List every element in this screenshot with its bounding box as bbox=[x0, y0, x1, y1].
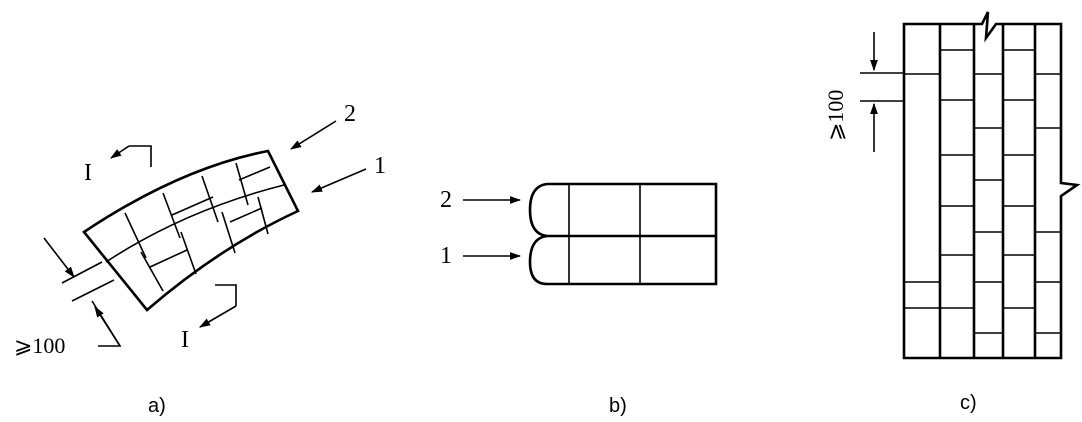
caption-c: c) bbox=[960, 392, 977, 414]
wythe-label-1: 1 bbox=[374, 153, 386, 179]
elevation-outline bbox=[902, 11, 1081, 360]
wythe-label-2-b: 2 bbox=[440, 187, 452, 213]
dimension-label-a: ⩾100 bbox=[14, 333, 65, 358]
dimension-label-c: ⩾100 bbox=[823, 90, 848, 141]
section-mark-bottom: I bbox=[181, 284, 237, 353]
label-2-pointer: 2 bbox=[290, 101, 356, 150]
caption-a: a) bbox=[148, 395, 166, 417]
brick-courses bbox=[904, 49, 1061, 334]
curved-wall-outline bbox=[82, 149, 300, 312]
section-label-bottom: I bbox=[181, 327, 189, 353]
caption-b: b) bbox=[609, 395, 627, 417]
section-outline bbox=[528, 182, 718, 286]
wythe-label-2: 2 bbox=[344, 101, 356, 127]
panel-c: ⩾100 c) bbox=[823, 11, 1081, 414]
dimension-c: ⩾100 bbox=[823, 32, 904, 152]
label-2-pointer-b: 2 bbox=[440, 187, 522, 213]
wythe-label-1-b: 1 bbox=[440, 243, 452, 269]
label-1-pointer-b: 1 bbox=[440, 243, 522, 269]
section-mark-top: I bbox=[84, 145, 152, 186]
section-label-top: I bbox=[84, 160, 92, 186]
panel-a: I I 2 1 ⩾100 a) bbox=[14, 101, 386, 417]
panel-b: 2 1 b) bbox=[440, 182, 718, 417]
dimension-a: ⩾100 bbox=[14, 237, 122, 358]
label-1-pointer: 1 bbox=[310, 153, 386, 193]
